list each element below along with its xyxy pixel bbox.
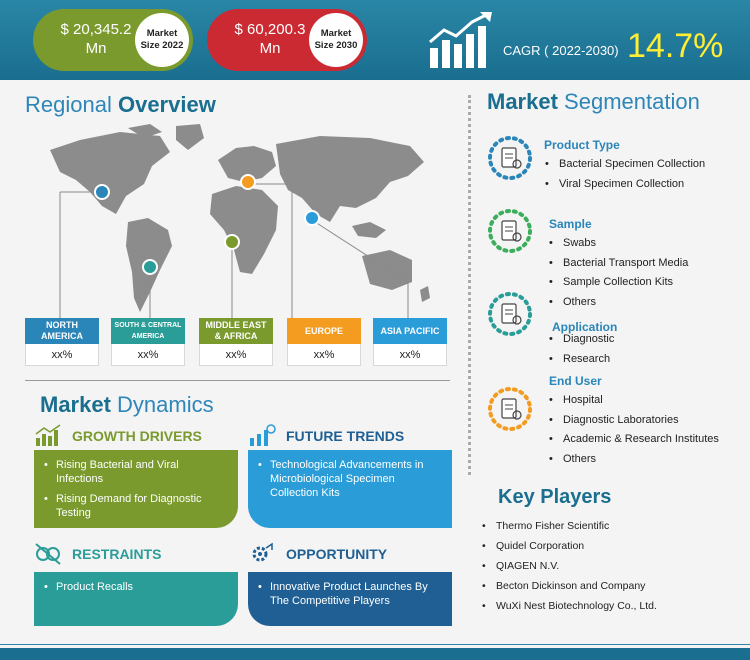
region-north-america: NORTH AMERICA xx% xyxy=(25,318,99,366)
list-item: Quidel Corporation xyxy=(482,540,722,553)
regional-title-b: Overview xyxy=(117,92,216,117)
restraints-label: RESTRAINTS xyxy=(72,546,162,562)
dynamics-title-a: Market xyxy=(40,392,111,417)
market-size-2022-pill: $ 20,345.2 Mn Market Size 2022 xyxy=(33,9,193,71)
market-segmentation-title: Market Segmentation xyxy=(487,89,700,115)
region-pct: xx% xyxy=(199,344,273,366)
region-name: ASIA PACIFIC xyxy=(373,318,447,344)
clipboard-icon xyxy=(488,387,532,431)
list-item: Academic & Research Institutes xyxy=(549,430,719,450)
list-item: Bacterial Specimen Collection xyxy=(545,155,705,175)
growth-drivers-heading: GROWTH DRIVERS xyxy=(34,424,202,448)
key-players-list: Thermo Fisher Scientific Quidel Corporat… xyxy=(482,520,722,620)
list-item: Technological Advancements in Microbiolo… xyxy=(258,458,442,500)
segmentation-title-a: Market xyxy=(487,89,558,114)
market-size-2030-value: $ 60,200.3 Mn xyxy=(234,21,306,57)
region-name: MIDDLE EAST & AFRICA xyxy=(199,318,273,344)
key-players-title-text: Key Players xyxy=(498,486,612,508)
footer-bar xyxy=(0,648,750,660)
list-item: Viral Specimen Collection xyxy=(545,175,705,195)
market-size-2030-label-line2: Size 2030 xyxy=(314,40,358,51)
region-south-central-america: SOUTH & CENTRAL AMERICA xx% xyxy=(111,318,185,366)
region-pct: xx% xyxy=(287,344,361,366)
region-middle-east-africa: MIDDLE EAST & AFRICA xx% xyxy=(199,318,273,366)
clipboard-icon xyxy=(488,209,532,253)
header-band: $ 20,345.2 Mn Market Size 2022 $ 60,200.… xyxy=(0,0,750,80)
restraints-card: Product Recalls xyxy=(34,572,238,626)
trend-icon xyxy=(250,424,276,446)
opportunity-gear-icon xyxy=(252,542,273,562)
end-user-title: End User xyxy=(549,374,602,388)
market-size-2030-label-line1: Market xyxy=(320,28,352,39)
clipboard-icon xyxy=(488,292,532,336)
segmentation-title-b: Segmentation xyxy=(564,89,700,114)
sample-title: Sample xyxy=(549,217,592,231)
list-item: Others xyxy=(549,450,719,470)
bar-chart-icon xyxy=(35,424,61,446)
regional-title-a: Regional xyxy=(25,92,112,117)
growth-chart-icon xyxy=(429,12,492,68)
market-dynamics-title: Market Dynamics xyxy=(40,392,214,418)
footer-line xyxy=(0,644,750,645)
list-item: Becton Dickinson and Company xyxy=(482,580,722,593)
list-item: Diagnostic Laboratories xyxy=(549,411,719,431)
market-size-2030-label: Market Size 2030 xyxy=(309,13,363,67)
list-item: Sample Collection Kits xyxy=(549,273,688,293)
section-divider xyxy=(25,380,450,381)
market-size-2022-label-line1: Market xyxy=(146,28,178,39)
region-pct: xx% xyxy=(111,344,185,366)
cagr-label: CAGR ( 2022-2030) xyxy=(503,43,619,58)
end-user-list: Hospital Diagnostic Laboratories Academi… xyxy=(549,391,719,469)
list-item: Research xyxy=(549,350,614,370)
future-trends-label: FUTURE TRENDS xyxy=(286,428,405,444)
list-item: Bacterial Transport Media xyxy=(549,254,688,274)
region-name: SOUTH & CENTRAL AMERICA xyxy=(111,318,185,344)
future-trends-card: Technological Advancements in Microbiolo… xyxy=(248,450,452,528)
application-list: Diagnostic Research xyxy=(549,330,614,369)
restraints-heading: RESTRAINTS xyxy=(34,542,161,566)
list-item: Innovative Product Launches By The Compe… xyxy=(258,580,442,608)
list-item: Thermo Fisher Scientific xyxy=(482,520,722,533)
cagr-value: 14.7% xyxy=(627,27,724,65)
product-type-title: Product Type xyxy=(544,138,620,152)
opportunity-heading: OPPORTUNITY xyxy=(248,542,387,566)
regional-overview-title: Regional Overview xyxy=(25,92,216,118)
market-size-2030-pill: $ 60,200.3 Mn Market Size 2030 xyxy=(207,9,367,71)
region-asia-pacific: ASIA PACIFIC xx% xyxy=(373,318,447,366)
market-size-2022-label: Market Size 2022 xyxy=(135,13,189,67)
opportunity-label: OPPORTUNITY xyxy=(286,546,388,562)
restraint-icon xyxy=(35,543,61,565)
list-item: Rising Bacterial and Viral Infections xyxy=(44,458,228,486)
list-item: Product Recalls xyxy=(44,580,228,594)
market-size-2022-value: $ 20,345.2 Mn xyxy=(60,21,132,57)
sample-list: Swabs Bacterial Transport Media Sample C… xyxy=(549,234,688,312)
key-players-title: Key Players xyxy=(498,486,611,509)
list-item: Rising Demand for Diagnostic Testing xyxy=(44,492,228,520)
region-europe: EUROPE xx% xyxy=(287,318,361,366)
list-item: Hospital xyxy=(549,391,719,411)
column-divider xyxy=(468,95,471,475)
opportunity-card: Innovative Product Launches By The Compe… xyxy=(248,572,452,626)
growth-drivers-card: Rising Bacterial and Viral Infections Ri… xyxy=(34,450,238,528)
growth-drivers-label: GROWTH DRIVERS xyxy=(72,428,202,444)
region-pct: xx% xyxy=(25,344,99,366)
future-trends-heading: FUTURE TRENDS xyxy=(248,424,404,448)
list-item: Others xyxy=(549,293,688,313)
list-item: Swabs xyxy=(549,234,688,254)
product-type-list: Bacterial Specimen Collection Viral Spec… xyxy=(545,155,705,194)
region-pct: xx% xyxy=(373,344,447,366)
market-size-2022-label-line2: Size 2022 xyxy=(140,40,184,51)
list-item: WuXi Nest Biotechnology Co., Ltd. xyxy=(482,600,682,613)
dynamics-title-b: Dynamics xyxy=(117,392,214,417)
region-name: EUROPE xyxy=(287,318,361,344)
world-map xyxy=(50,124,430,318)
list-item: QIAGEN N.V. xyxy=(482,560,722,573)
list-item: Diagnostic xyxy=(549,330,614,350)
clipboard-icon xyxy=(488,136,532,180)
region-name: NORTH AMERICA xyxy=(25,318,99,344)
